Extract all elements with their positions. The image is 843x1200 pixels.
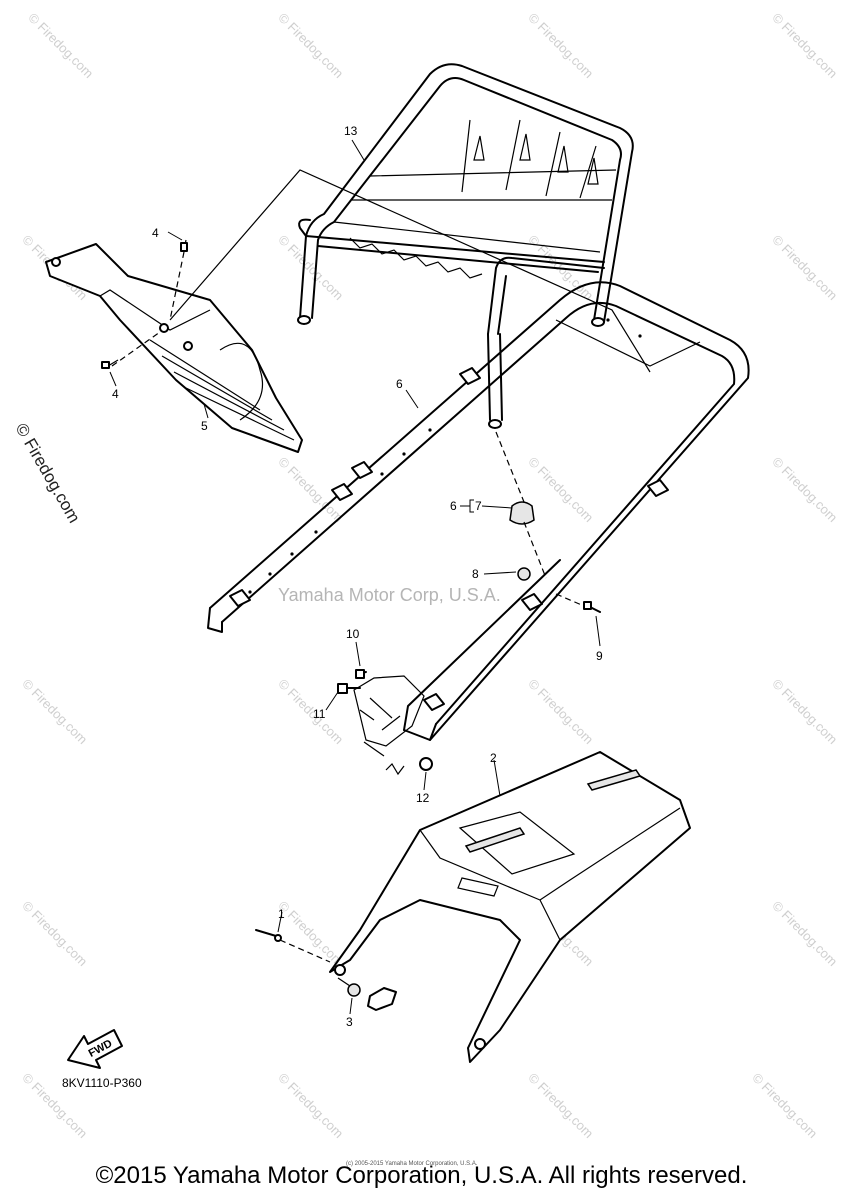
callout-label-10: 10 — [346, 627, 360, 641]
callout-label-11: 11 — [313, 707, 326, 721]
part-code: 8KV1110-P360 — [62, 1076, 142, 1090]
rear-rack — [297, 63, 634, 429]
side-guard-panel — [45, 169, 651, 453]
rear-cover — [329, 751, 691, 1063]
callout-label-12: 12 — [416, 791, 430, 805]
callout-label-6: 6 — [396, 377, 403, 391]
callout-label-9: 9 — [596, 649, 603, 663]
fwd-arrow: FWD — [67, 1029, 123, 1069]
callout-label-4: 4 — [112, 387, 119, 401]
copyright-footer: ©2015 Yamaha Motor Corporation, U.S.A. A… — [95, 1162, 748, 1189]
callout-label-5: 5 — [201, 419, 208, 433]
callout-label-1: 1 — [278, 907, 285, 921]
rail-holes — [248, 318, 642, 594]
callout-label-6: 6 — [450, 499, 457, 513]
grommet-assembly — [495, 431, 601, 613]
callout-leaders — [109, 139, 601, 1015]
callout-label-3: 3 — [346, 1015, 353, 1029]
callout-label-13: 13 — [344, 124, 358, 138]
callout-label-8: 8 — [472, 567, 479, 581]
bracket-hardware — [337, 669, 433, 776]
callout-label-7: 7 — [475, 499, 482, 513]
callout-labels: 13 4 4 5 6 6 7 8 9 10 11 12 2 1 3 — [112, 124, 603, 1029]
callout-label-2: 2 — [490, 751, 497, 765]
cover-fasteners — [255, 929, 397, 1011]
callout-label-4: 4 — [152, 226, 159, 240]
rail-frame — [207, 281, 750, 741]
tiny-copyright: (c) 2005-2015 Yamaha Motor Corporation, … — [346, 1161, 478, 1167]
center-watermark: Yamaha Motor Corp, U.S.A. — [278, 585, 501, 605]
